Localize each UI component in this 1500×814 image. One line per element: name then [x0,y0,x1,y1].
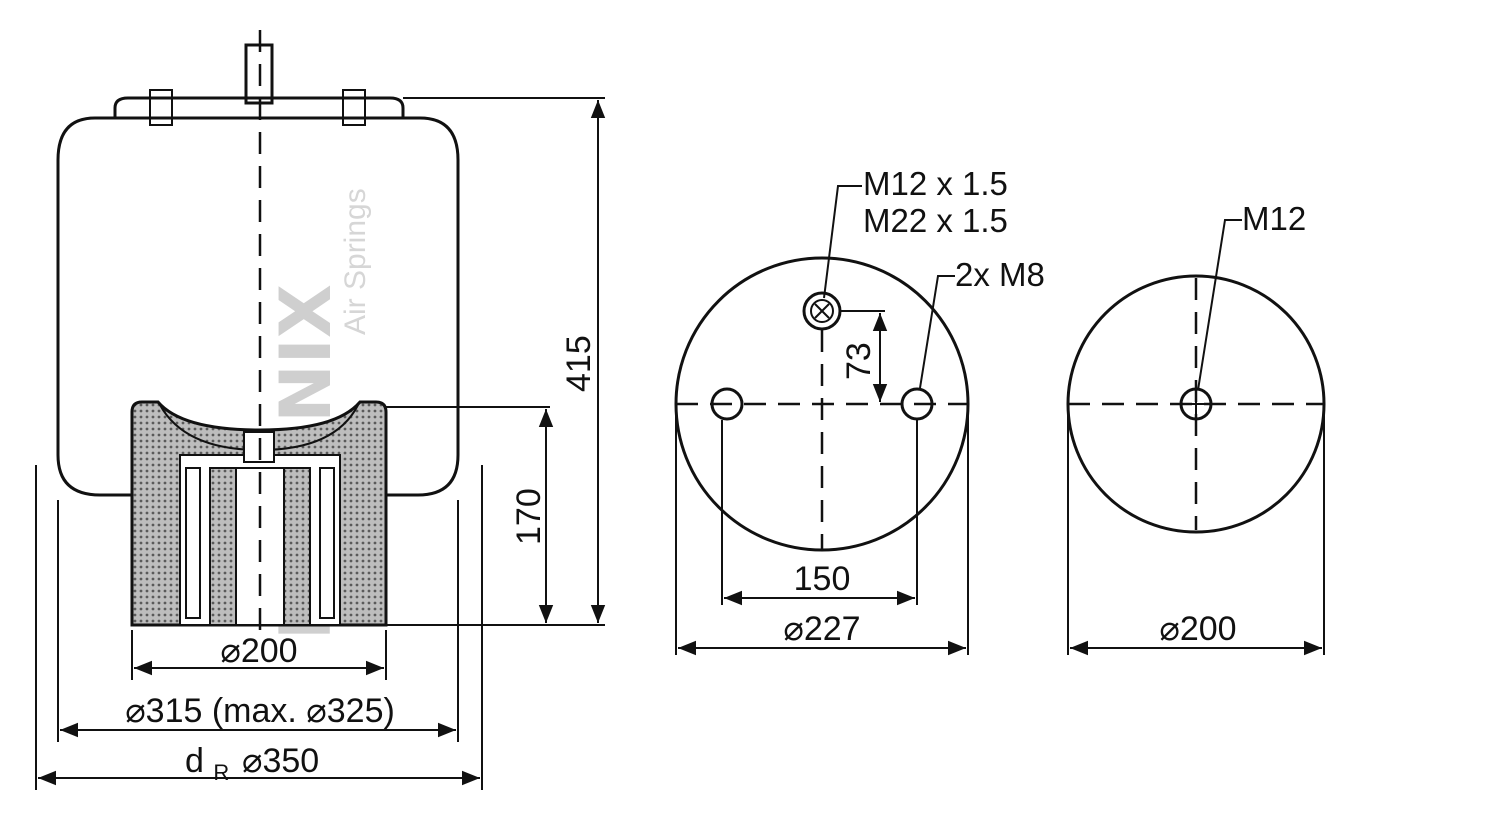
dim-plate-diameter: ⌀227 [783,610,860,648]
bellow-outline [56,116,460,497]
center-thread-hole [1179,387,1213,421]
callout-thread-1: M12 x 1.5 [863,165,1008,202]
dim-offset: 73 [840,342,878,380]
dim-piston-diameter: ⌀200 [220,632,297,670]
dim-dr-label: d R [185,742,229,785]
callout-m12: M12 [1242,200,1306,237]
watermark-sub: Air Springs [339,188,372,335]
dim-dr-value: ⌀350 [242,742,319,780]
top-bolt-right [342,89,366,126]
inlet-cross [814,303,830,319]
top-bolt-left [149,89,173,126]
side-view: PHOENIX Air Springs 415 [35,30,606,790]
bottom-view: M12 ⌀200 [1066,200,1326,656]
air-inlet-inner [810,299,834,323]
dim-bolt-spacing: 150 [794,560,851,598]
dim-height-piston: 170 [510,488,548,545]
top-plate [113,96,405,120]
top-plate-view: 73 M12 x 1.5 M22 x 1.5 2x M8 150 ⌀227 [674,165,1045,656]
dim-height-total: 415 [560,335,598,392]
leader-m12 [1197,219,1242,391]
dim-dr-subscript: R [213,760,229,785]
dim-dr-symbol: d [185,742,204,780]
bolt-hole-right [900,387,934,421]
leader-thread [823,185,862,299]
callout-thread-2: M22 x 1.5 [863,202,1008,239]
piston-rod-right [319,467,335,619]
leader-bolts [919,275,955,389]
piston-rod-left [185,467,201,619]
callout-bolts: 2x M8 [955,256,1045,293]
dim-base-diameter: ⌀200 [1159,610,1236,648]
dim-bellow-diameter: ⌀315 (max. ⌀325) [125,692,395,730]
bolt-hole-left [710,387,744,421]
